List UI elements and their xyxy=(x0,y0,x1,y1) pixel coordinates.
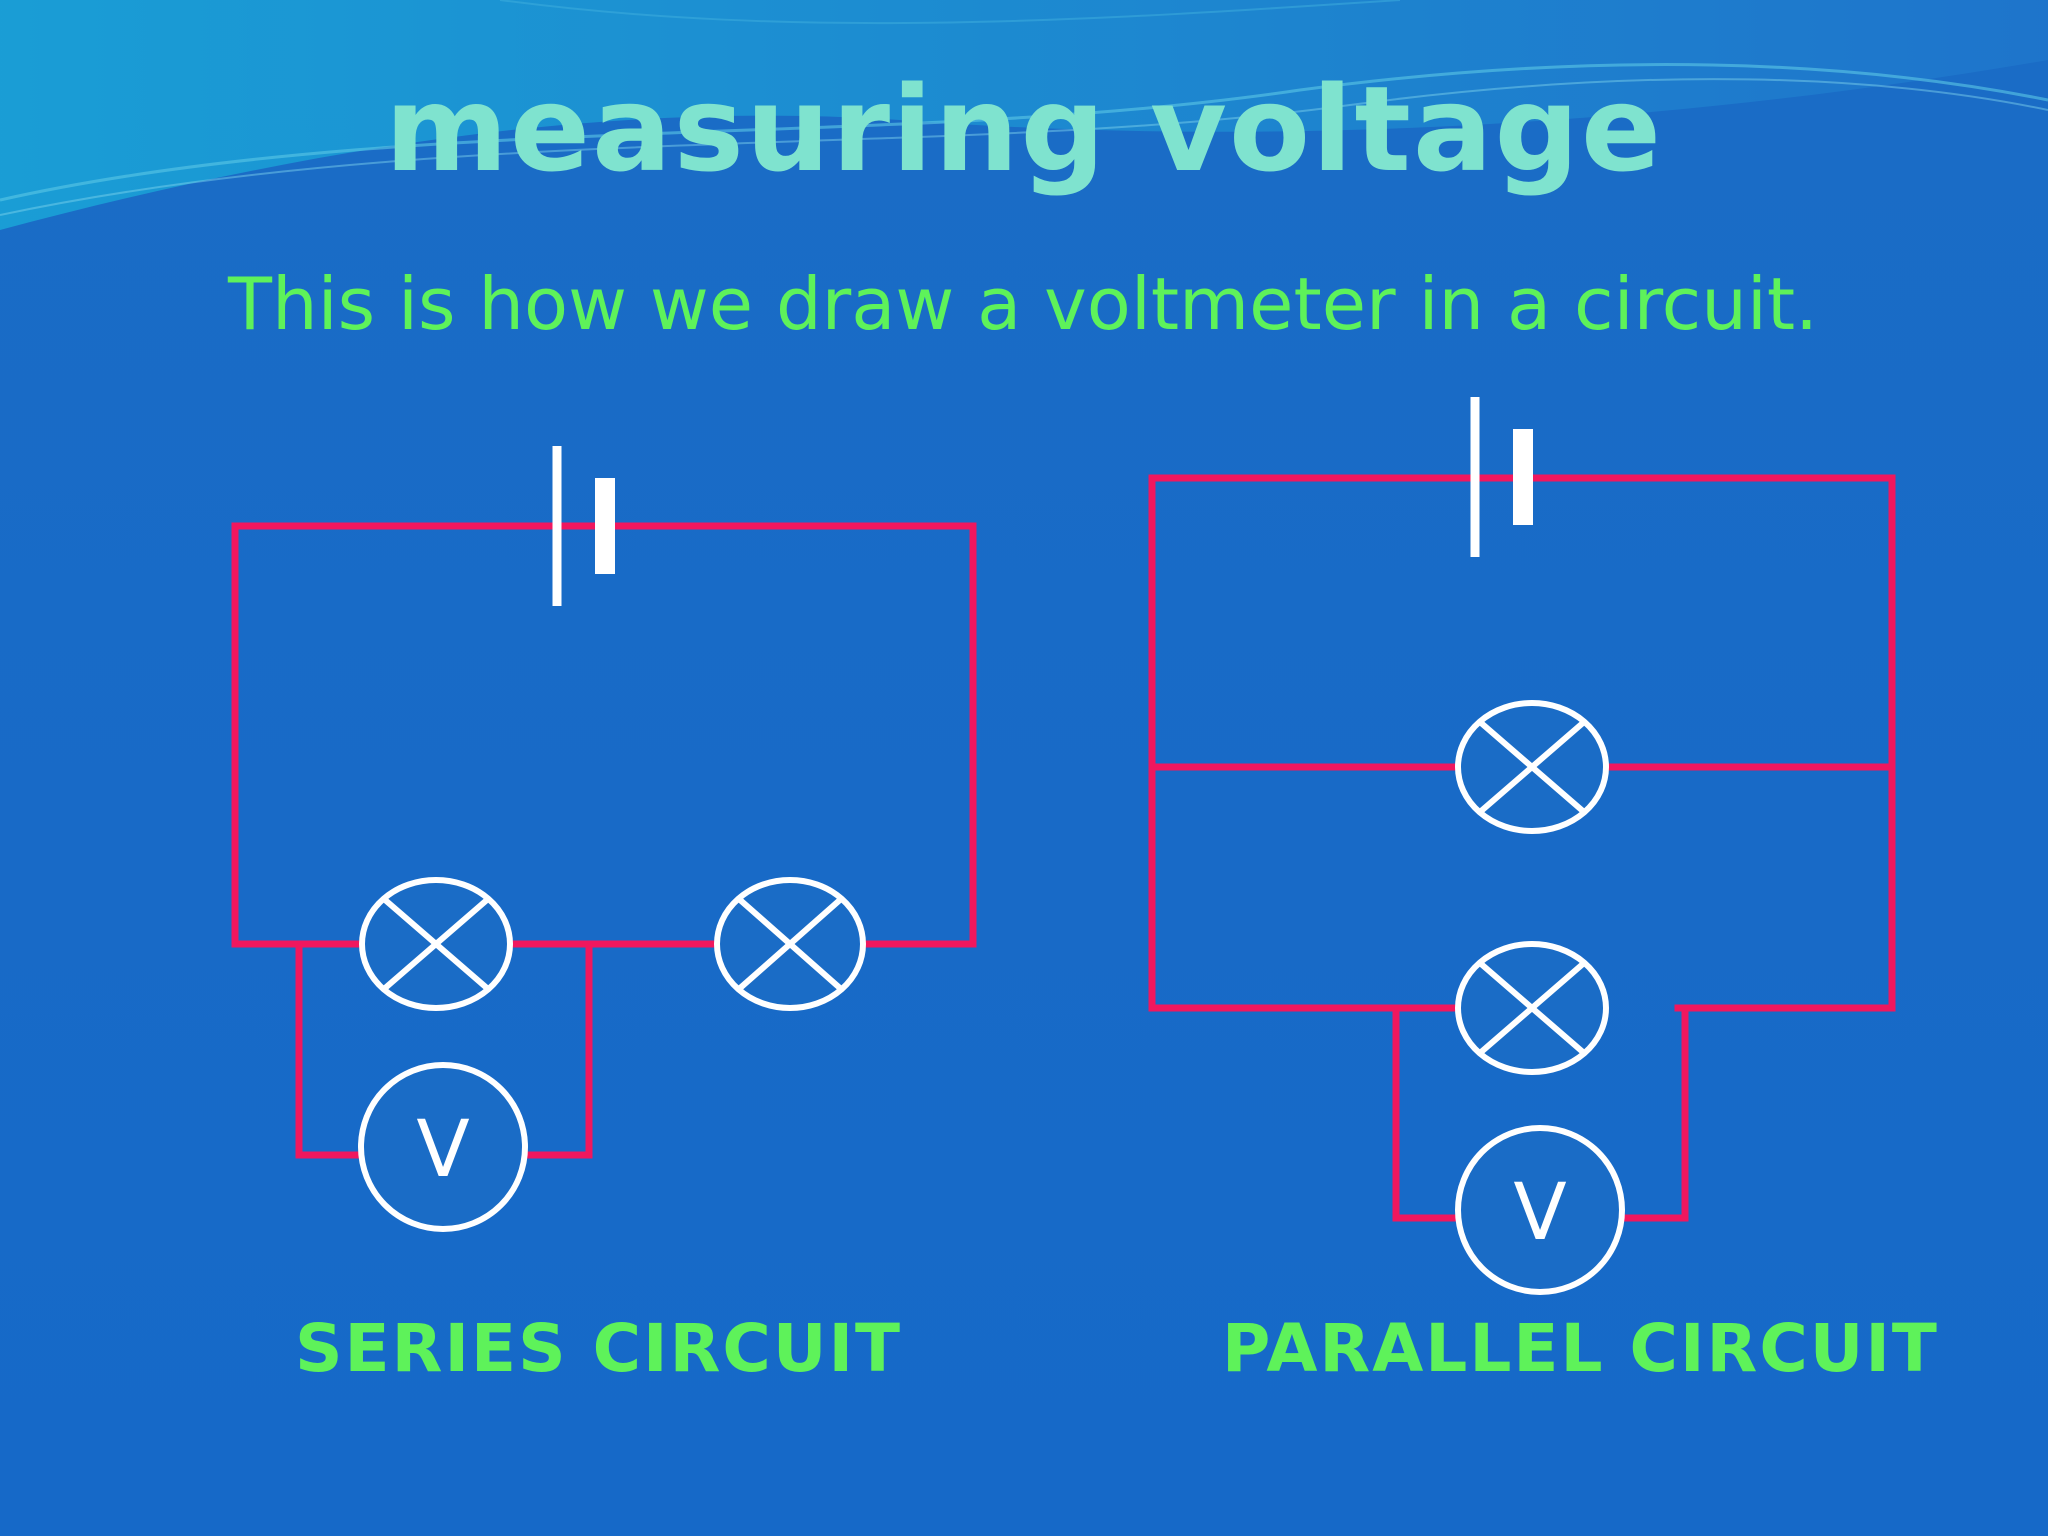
series-circuit-caption: SERIES CIRCUIT xyxy=(295,1310,903,1387)
page-title: measuring voltage xyxy=(384,60,1663,198)
voltmeter-icon: V xyxy=(358,1062,528,1232)
cell-icon xyxy=(552,446,615,606)
series-circuit-diagram: V xyxy=(231,446,977,1232)
lamp-icon xyxy=(714,877,866,1011)
voltmeter-icon: V xyxy=(1455,1125,1625,1295)
series-voltmeter-wire-right xyxy=(521,940,593,1159)
parallel-circuit-diagram: V xyxy=(1148,397,1896,1295)
series-main-loop-wire xyxy=(553,522,977,948)
lamp-icon xyxy=(1455,700,1609,834)
parallel-voltmeter-label: V xyxy=(1513,1168,1566,1258)
series-voltmeter-wire-left xyxy=(295,940,366,1159)
page-subtitle: This is how we draw a voltmeter in a cir… xyxy=(228,262,1818,346)
series-left-wire xyxy=(231,522,561,948)
parallel-voltmeter-wire-right xyxy=(1618,1004,1689,1222)
series-voltmeter-label: V xyxy=(416,1105,469,1195)
parallel-top-right-wire xyxy=(1471,474,1896,1012)
parallel-circuit-caption: PARALLEL CIRCUIT xyxy=(1222,1310,1939,1387)
cell-icon xyxy=(1470,397,1533,557)
parallel-voltmeter-wire-left xyxy=(1392,1004,1462,1222)
lamp-icon xyxy=(359,877,513,1011)
parallel-top-left-wire xyxy=(1148,474,1479,1012)
lamp-icon xyxy=(1455,941,1609,1075)
